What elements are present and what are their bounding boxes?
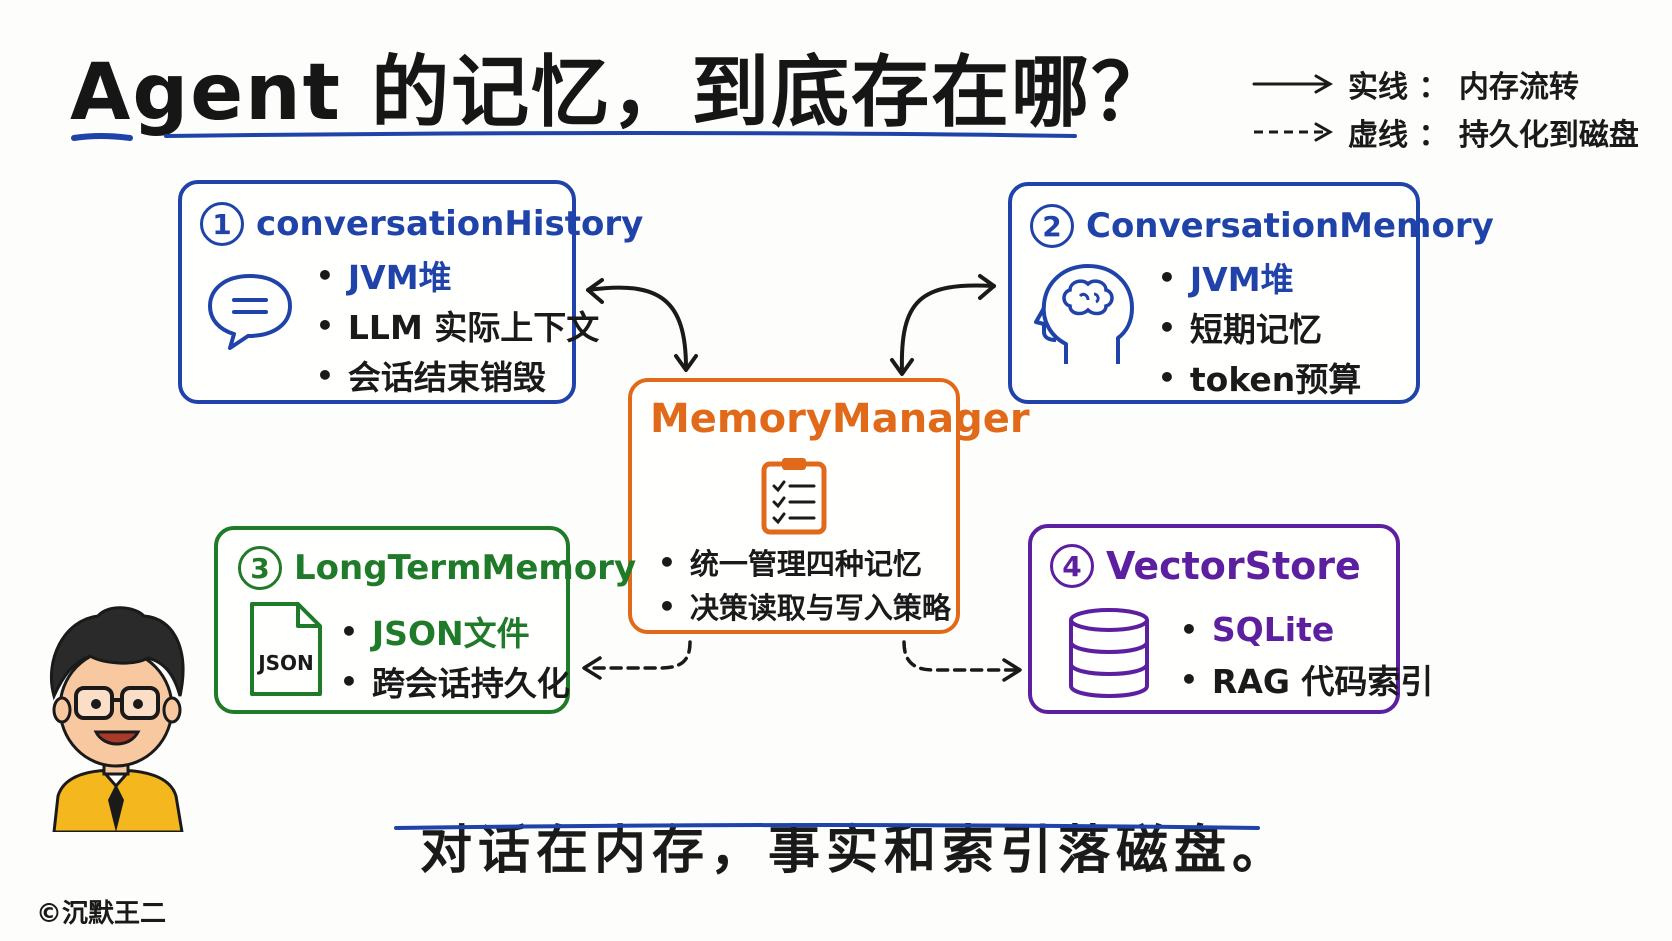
title-underline	[71, 131, 1077, 141]
clipboard-icon	[761, 458, 827, 535]
list-item: JSON文件	[340, 606, 570, 656]
database-icon	[1069, 608, 1149, 699]
conversation-history-title: 1 conversationHistory	[200, 202, 643, 246]
dashed-arrow-manager-vector	[902, 640, 1022, 682]
list-item: 跨会话持久化	[340, 656, 570, 706]
box-title-text: conversationHistory	[256, 204, 644, 244]
list-item: token预算	[1158, 352, 1361, 402]
copyright: ©沉默王二	[36, 899, 167, 929]
solid-arrow-memory-manager	[890, 274, 996, 376]
avatar	[49, 606, 185, 832]
legend-solid-label: 实线 ： 内存流转	[1348, 70, 1579, 105]
memory-manager-list: 统一管理四种记忆 决策读取与写入策略	[658, 540, 951, 628]
list-item: 短期记忆	[1158, 302, 1361, 352]
long-term-memory-box: 3 LongTermMemory JSON JSON文件 跨会话持久化	[214, 526, 636, 714]
conversation-history-box: 1 conversationHistory JVM堆 LLM 实际上下文 会话结…	[178, 180, 643, 404]
list-item: LLM 实际上下文	[316, 300, 599, 350]
long-term-memory-list: JSON文件 跨会话持久化	[340, 606, 570, 706]
json-file-icon: JSON	[250, 602, 322, 696]
memory-manager-title: MemoryManager	[650, 396, 1030, 442]
legend-dashed-label: 虚线 ： 持久化到磁盘	[1348, 118, 1639, 153]
number-badge: 4	[1050, 544, 1094, 588]
number-badge: 3	[238, 546, 282, 590]
vector-store-list: SQLite RAG 代码索引	[1180, 604, 1434, 704]
legend-solid: 实线 ： 内存流转	[1252, 62, 1579, 106]
list-item: 会话结束销毁	[316, 350, 599, 400]
solid-arrow-history-manager	[586, 278, 698, 372]
list-item: 统一管理四种记忆	[658, 540, 951, 584]
number-badge: 2	[1030, 204, 1074, 248]
footer-underline	[394, 823, 1260, 830]
dashed-arrow-manager-longterm	[582, 640, 692, 680]
long-term-memory-title: 3 LongTermMemory	[238, 546, 636, 590]
dashed-arrow-icon	[1254, 122, 1334, 142]
list-item: SQLite	[1180, 604, 1433, 654]
vector-store-title: 4 VectorStore	[1050, 544, 1361, 588]
brain-head-icon	[1034, 264, 1134, 364]
conversation-memory-box: 2 ConversationMemory JVM堆 短期记忆 token预算	[1008, 182, 1494, 404]
legend-dashed: 虚线 ： 持久化到磁盘	[1252, 110, 1639, 154]
list-item: JVM堆	[1158, 252, 1361, 302]
json-file-label: JSON	[256, 651, 314, 675]
number-badge: 1	[200, 202, 244, 246]
conversation-memory-list: JVM堆 短期记忆 token预算	[1158, 252, 1361, 402]
chat-bubble-icon	[208, 274, 292, 350]
vector-store-box: 4 VectorStore SQLite RAG 代码索引	[1028, 524, 1433, 714]
box-title-text: ConversationMemory	[1086, 206, 1494, 246]
box-title-text: VectorStore	[1106, 544, 1361, 588]
page-title: Agent 的记忆，到底存在哪？	[70, 48, 1172, 138]
list-item: 决策读取与写入策略	[658, 584, 951, 628]
footer-text: 对话在内存，事实和索引落磁盘。	[420, 821, 1291, 881]
list-item: JVM堆	[316, 250, 599, 300]
solid-arrow-icon	[1252, 74, 1334, 94]
memory-manager-box: MemoryManager 统一管理四种记忆 决策读取与写入策略	[628, 378, 1030, 634]
box-title-text: LongTermMemory	[294, 548, 637, 588]
conversation-history-list: JVM堆 LLM 实际上下文 会话结束销毁	[316, 250, 599, 400]
conversation-memory-title: 2 ConversationMemory	[1030, 204, 1494, 248]
list-item: RAG 代码索引	[1180, 654, 1434, 704]
